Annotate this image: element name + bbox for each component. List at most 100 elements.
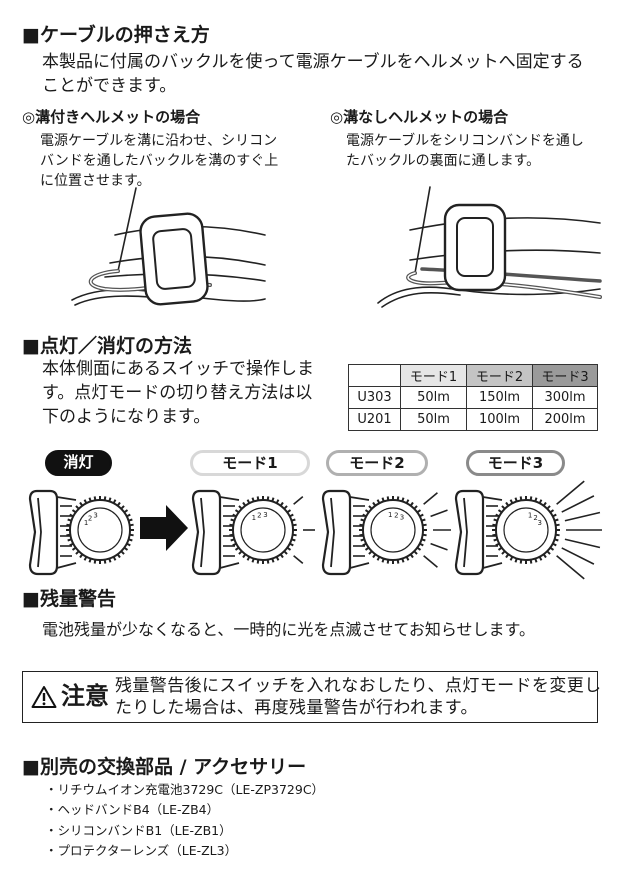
dial-tooth xyxy=(238,505,243,510)
table-cell-model: U201 xyxy=(348,408,401,431)
onoff-text: 下のようになります。 xyxy=(42,407,211,427)
dial-tooth xyxy=(286,546,292,551)
light-ray xyxy=(564,511,601,522)
dial-tooth xyxy=(234,546,240,551)
dial-face xyxy=(77,507,123,553)
dial-tooth xyxy=(405,556,410,561)
dial-tooth xyxy=(419,542,424,547)
dial-tooth xyxy=(66,523,71,527)
dial-tooth xyxy=(546,550,551,555)
dial-tooth xyxy=(126,513,131,518)
dial-tooth xyxy=(401,497,405,502)
dial-tooth xyxy=(129,523,134,527)
dial-tooth xyxy=(519,559,523,564)
dial-tooth xyxy=(534,497,538,502)
dial-tooth xyxy=(514,497,518,502)
dial-tooth xyxy=(230,538,235,542)
caution-label: 注意 xyxy=(61,682,109,710)
dial-tooth xyxy=(123,546,129,551)
dial-tooth xyxy=(396,496,400,501)
body-outline xyxy=(349,496,370,569)
dial-tooth xyxy=(501,550,506,555)
lumen-table: モード1 モード2 モード3 U303 50lm 150lm 300lm U20… xyxy=(348,364,598,431)
list-item: ・プロテクターレンズ（LE-ZL3） xyxy=(45,843,238,858)
dial-face xyxy=(503,507,549,553)
dial-tooth xyxy=(289,513,294,518)
dial-tooth xyxy=(386,496,390,501)
clip-outline xyxy=(454,489,485,576)
dial-tooth xyxy=(495,542,500,547)
dial-tooth xyxy=(66,533,71,537)
band-top-edge xyxy=(409,217,601,231)
dial-tooth xyxy=(83,499,88,504)
dial-tooth xyxy=(93,559,97,564)
dial-tooth xyxy=(409,501,414,507)
ungrooved-helmet-illustration xyxy=(377,186,602,308)
dial-tooth xyxy=(497,546,503,551)
dial-tooth xyxy=(386,559,390,564)
dial-tooth xyxy=(120,505,125,510)
dial-tooth xyxy=(549,546,555,551)
dial-tooth xyxy=(555,533,560,537)
dial-face xyxy=(240,507,286,553)
dial-tooth xyxy=(71,509,77,514)
light-ray xyxy=(423,492,438,505)
dial-tooth xyxy=(421,538,426,542)
table-row: U201 50lm 100lm 200lm xyxy=(348,408,598,431)
battery-text: 電池残量が少なくなると、一時的に光を点滅させてお知らせします。 xyxy=(42,620,535,639)
dial-ring xyxy=(362,499,424,561)
table-row: U303 50lm 150lm 300lm xyxy=(348,386,598,409)
dial-tooth xyxy=(552,513,557,518)
dial-tooth xyxy=(108,558,112,563)
dial-tooth xyxy=(413,550,418,555)
cable-intro-line: ことができます。 xyxy=(42,76,177,96)
cable-intro-line: 本製品に付属のバックルを使って電源ケーブルをヘルメットへ固定する xyxy=(42,52,584,72)
ungrooved-helmet-title: ◎溝なしヘルメットの場合 xyxy=(330,108,509,126)
warning-triangle-icon xyxy=(31,686,57,708)
dial-tooth xyxy=(495,513,500,518)
dial-tooth xyxy=(129,533,134,537)
dial-tooth xyxy=(266,496,270,501)
dial-tooth xyxy=(519,496,523,501)
dial-tooth xyxy=(493,538,498,542)
light-ray xyxy=(564,538,601,549)
grooved-helmet-title: ◎溝付きヘルメットの場合 xyxy=(22,108,201,126)
dial-tooth xyxy=(372,553,377,559)
dial-tooth xyxy=(123,509,129,514)
table-header-mode1: モード1 xyxy=(400,364,467,387)
dial-mark: 1 xyxy=(388,511,392,519)
dial-tooth xyxy=(501,505,506,510)
dial-tooth xyxy=(360,538,365,542)
grooved-helmet-text: に位置させます。 xyxy=(40,173,151,189)
band-bottom-edge xyxy=(409,249,601,261)
body-outline xyxy=(219,496,240,569)
dial-tooth xyxy=(381,558,385,563)
dial-tooth xyxy=(362,513,367,518)
dial-tooth xyxy=(497,509,503,514)
dial-mark: 3 xyxy=(263,511,267,519)
dial-tooth xyxy=(128,538,133,542)
dial-tooth xyxy=(419,513,424,518)
dial-tooth xyxy=(529,496,533,501)
dial-tooth xyxy=(505,501,510,507)
dial-tooth xyxy=(246,556,251,561)
onoff-heading: ■点灯／消灯の方法 xyxy=(22,335,192,357)
dial-tooth xyxy=(492,533,497,537)
grooved-helmet-text: バンドを通したバックルを溝のすぐ上 xyxy=(40,153,279,169)
dial-mark: 3 xyxy=(400,514,404,522)
mode-pill-1: モード1 xyxy=(190,450,310,476)
mode-pill-2: モード2 xyxy=(326,450,428,476)
dial-tooth xyxy=(509,556,514,561)
dial-tooth xyxy=(416,509,422,514)
dial-tooth xyxy=(256,496,260,501)
dial-tooth xyxy=(283,505,288,510)
dial-tooth xyxy=(409,553,414,559)
dial-tooth xyxy=(529,559,533,564)
dial-tooth xyxy=(286,509,292,514)
dial-tooth xyxy=(279,501,284,507)
light-ray xyxy=(556,480,585,505)
dial-tooth xyxy=(542,553,547,559)
battery-heading: ■残量警告 xyxy=(22,588,116,610)
